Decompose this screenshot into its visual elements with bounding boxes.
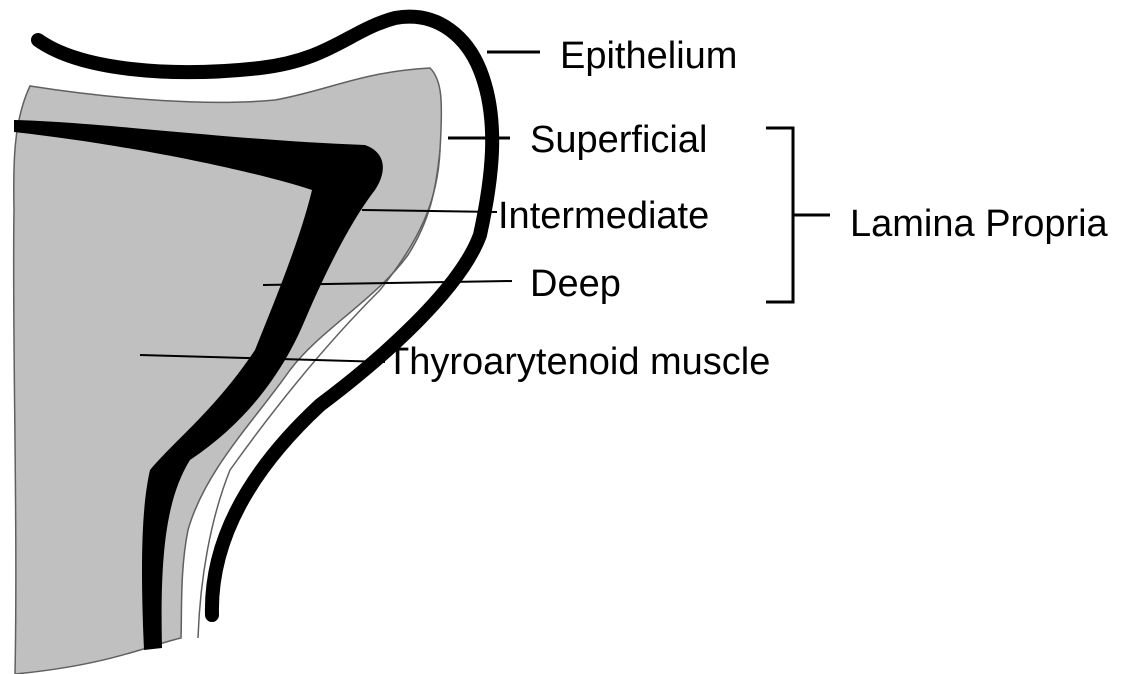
lamina-propria-bracket bbox=[766, 128, 793, 302]
deep-label: Deep bbox=[530, 263, 621, 305]
lamina-propria-label: Lamina Propria bbox=[850, 203, 1109, 245]
epithelium-label: Epithelium bbox=[560, 35, 737, 77]
intermediate-label: Intermediate bbox=[498, 195, 709, 237]
superficial-label: Superficial bbox=[530, 119, 707, 161]
thyroarytenoid-label: Thyroarytenoid muscle bbox=[386, 341, 770, 383]
